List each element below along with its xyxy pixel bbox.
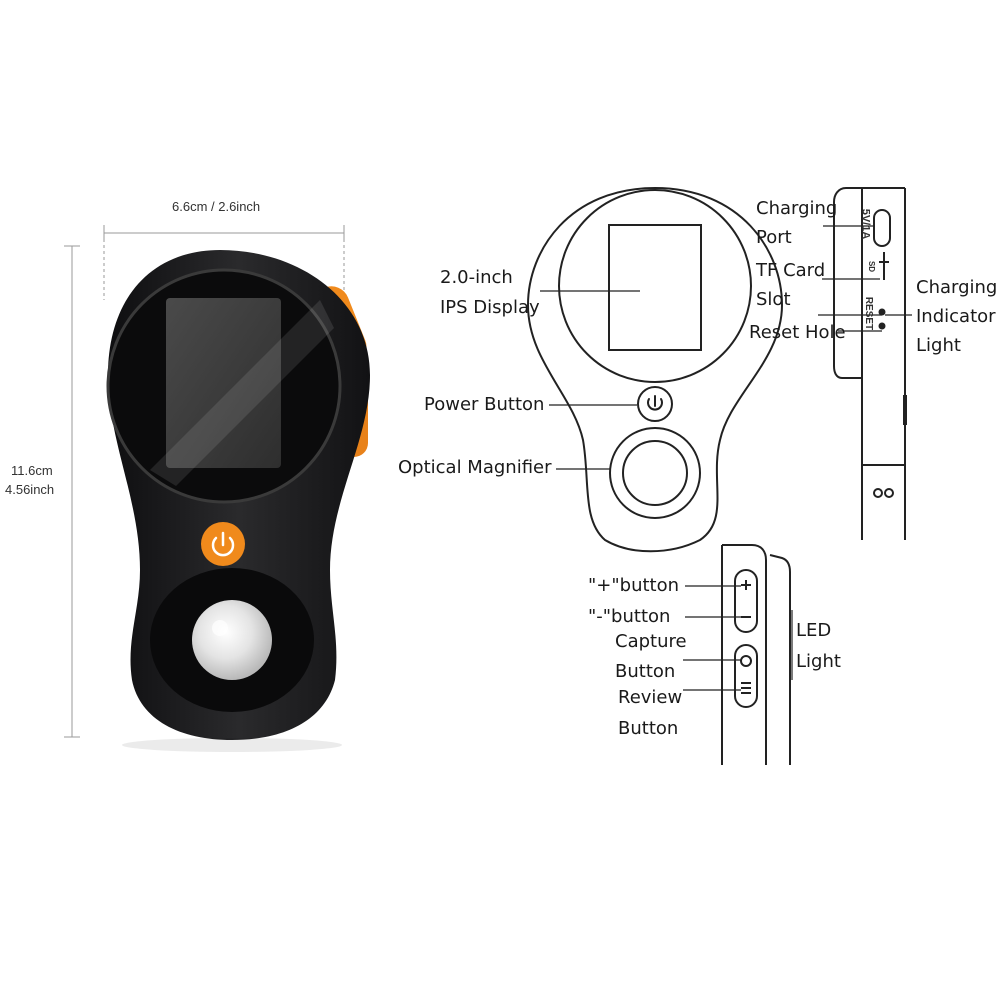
plus-button-label: "+"button: [588, 575, 680, 596]
dimension-lines: [64, 225, 345, 738]
capture-label-line1: Capture: [615, 631, 687, 652]
width-dimension: 6.6cm / 2.6inch: [172, 199, 261, 214]
led-label-line2: Light: [796, 651, 841, 672]
magnifier-lens: [192, 600, 272, 680]
display-label-line2: IPS Display: [440, 297, 540, 318]
indicator-label-line3: Light: [916, 335, 961, 356]
charging-port-label-line2: Port: [756, 227, 792, 248]
power-icon-photo: [211, 531, 235, 557]
minus-button-label: "-"button: [588, 606, 671, 627]
capture-label-line2: Button: [615, 661, 676, 682]
height-dimension-in: 4.56inch: [5, 482, 55, 497]
display-label-line1: 2.0-inch: [440, 267, 513, 288]
side-top-leaders: [818, 225, 912, 332]
indicator-label-line2: Indicator: [916, 306, 996, 327]
side-view-bottom: [721, 544, 791, 765]
front-leaders: [540, 290, 640, 470]
port-mark: 5V/1A: [859, 208, 872, 240]
indicator-label-line1: Charging: [916, 277, 998, 298]
tf-card-label-line1: TF Card: [756, 260, 826, 281]
review-label-line1: Review: [618, 687, 683, 708]
screen-glare: [150, 300, 334, 486]
front-outline: [526, 186, 784, 553]
charging-port-label-line1: Charging: [756, 198, 838, 219]
reset-hole-label: Reset Hole: [749, 322, 846, 343]
led-label-line1: LED: [796, 620, 832, 641]
height-dimension-cm: 11.6cm: [11, 463, 53, 478]
side-view-top: [833, 187, 907, 540]
reset-mark: RESET: [863, 296, 875, 331]
screen: [166, 298, 281, 468]
device-photo: [106, 250, 370, 752]
tf-mark: SD: [867, 260, 877, 273]
magnifier-label: Optical Magnifier: [398, 457, 552, 478]
side-bottom-leaders: [683, 585, 793, 691]
tf-card-label-line2: Slot: [756, 289, 791, 310]
review-label-line2: Button: [618, 718, 679, 739]
power-label: Power Button: [424, 394, 545, 415]
